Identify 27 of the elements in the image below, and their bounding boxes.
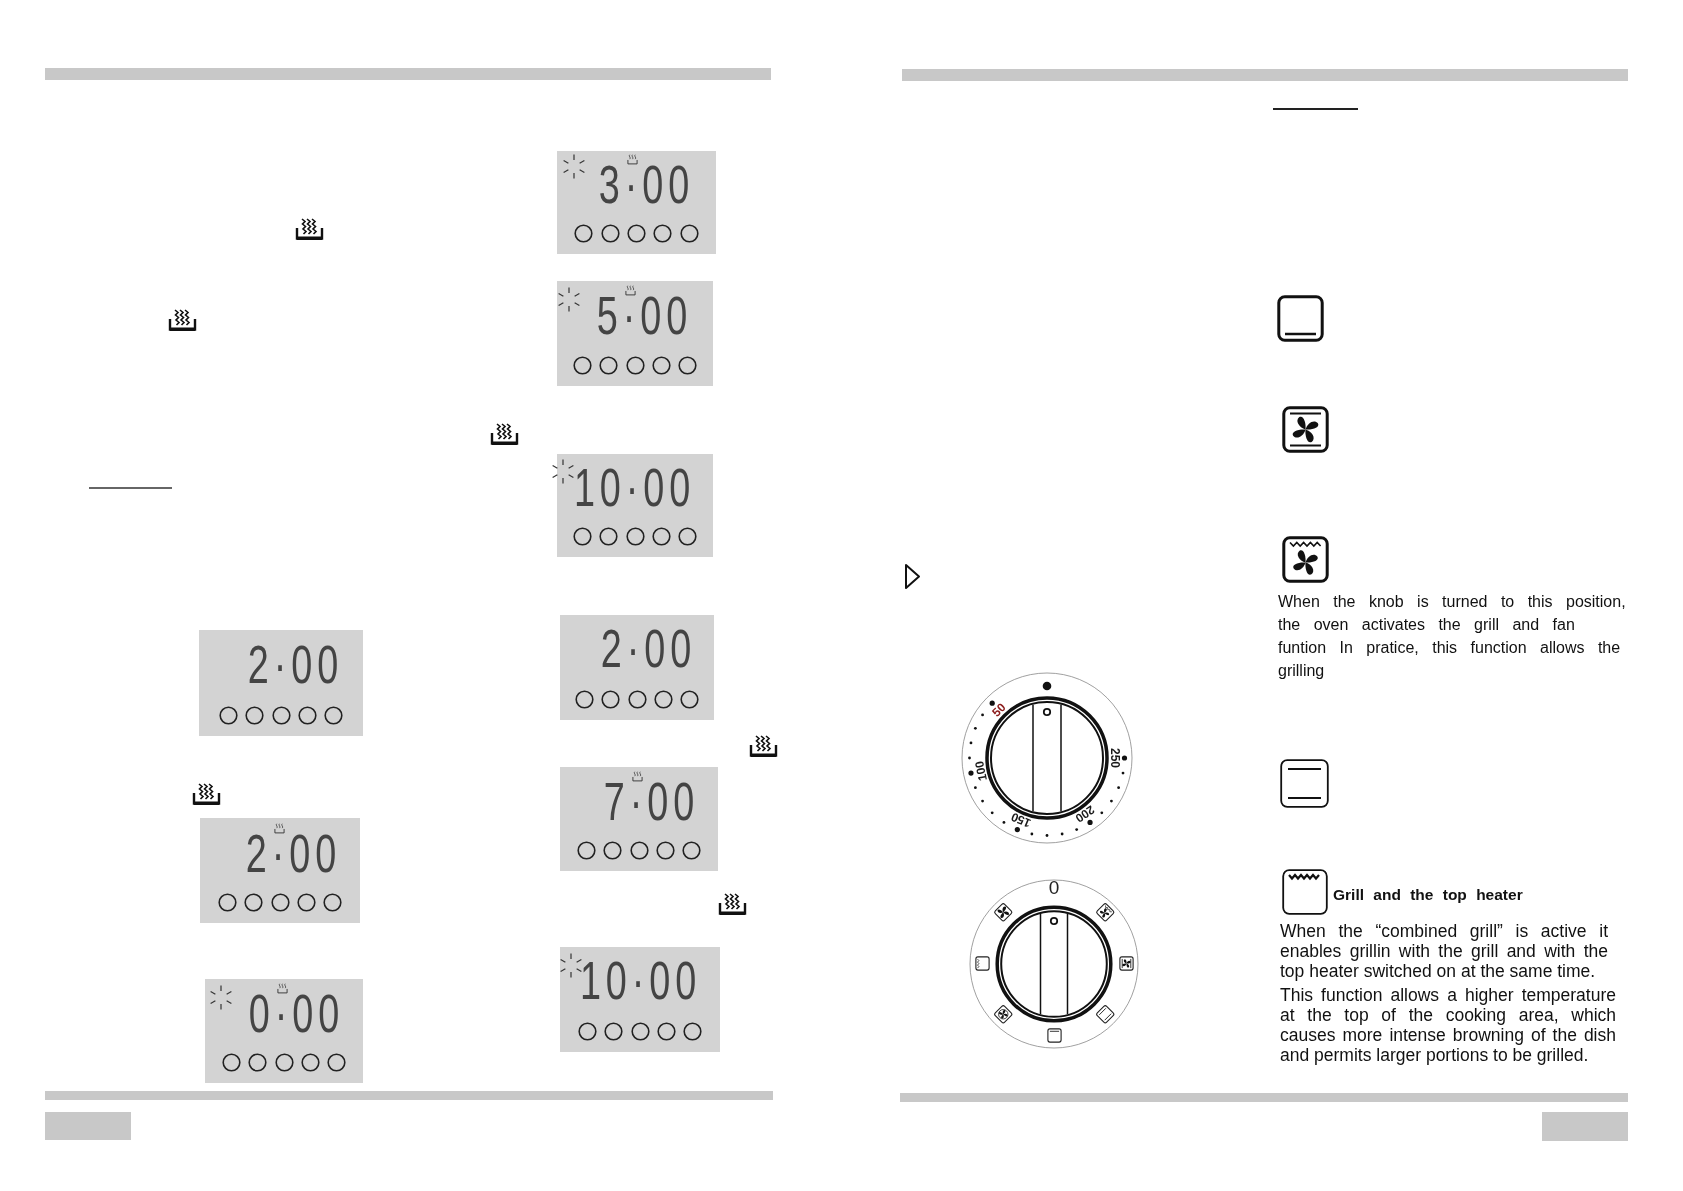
lcd-display-panel: [560, 767, 718, 871]
lcd-display-panel: [199, 630, 363, 736]
description-paragraph: When the knob is turned to this position, the oven activates the grill and fan funtion In pratice, this function allows the grilling: [1278, 592, 1627, 681]
dial-number: 50: [990, 701, 1009, 720]
description-paragraph: This function allows a higher temperature at the top of the cooking area, which causes more intense browning of the dish and permits larger portions to be grilled.: [1280, 985, 1616, 1065]
time-readout: 7·00: [603, 782, 699, 821]
time-readout: 5·00: [596, 296, 692, 335]
lcd-display-panel: [557, 281, 713, 386]
lcd-display-panel: [200, 818, 360, 923]
dial-number: 250: [1108, 748, 1121, 768]
mode-heading: Grill and the top heater: [1333, 886, 1523, 904]
lcd-display-panel: [560, 615, 714, 720]
time-readout: 0·00: [248, 994, 344, 1033]
dial-number: 200: [1072, 803, 1097, 825]
time-readout: 2·00: [600, 629, 696, 668]
lcd-display-panel: [557, 151, 716, 254]
lcd-display-panel: [205, 979, 363, 1083]
description-paragraph: When the “combined grill” is active it enables grillin with the grill and with the top heater switched on at the same time.: [1280, 921, 1608, 981]
dial-number: 100: [972, 760, 989, 783]
time-readout: 2·00: [245, 834, 341, 873]
time-readout: 2·00: [247, 645, 343, 684]
dial-number: 0: [1048, 877, 1060, 896]
time-readout: 3·00: [598, 165, 694, 204]
time-readout: 10·00: [573, 468, 695, 507]
dial-number: 150: [1009, 811, 1033, 830]
lcd-display-panel: [560, 947, 720, 1052]
time-readout: 10·00: [579, 961, 701, 1000]
